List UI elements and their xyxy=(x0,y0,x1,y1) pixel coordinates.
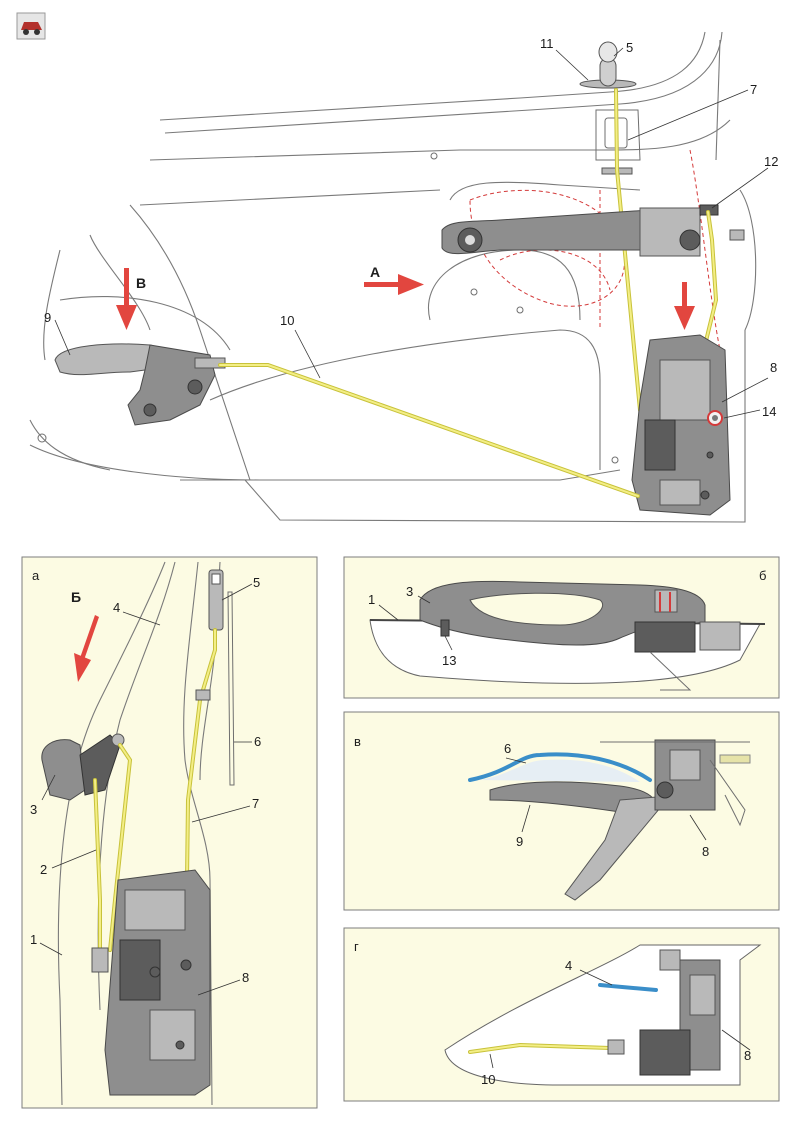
label-v-8: 8 xyxy=(702,844,709,859)
arrow-b-icon xyxy=(74,615,99,682)
label-arrow-a: А xyxy=(370,264,380,280)
label-10: 10 xyxy=(280,313,294,328)
label-9: 9 xyxy=(44,310,51,325)
label-a-8: 8 xyxy=(242,970,249,985)
label-g-4: 4 xyxy=(565,958,572,973)
label-v-6: 6 xyxy=(504,741,511,756)
label-a-7: 7 xyxy=(252,796,259,811)
label-7: 7 xyxy=(750,82,757,97)
label-a-4: 4 xyxy=(113,600,120,615)
car-logo-icon xyxy=(16,12,46,40)
arrow-a-icon xyxy=(364,274,424,295)
label-a-3: 3 xyxy=(30,802,37,817)
label-a-2: 2 xyxy=(40,862,47,877)
label-arrow-v: В xyxy=(136,275,146,291)
panel-a-tag: а xyxy=(32,568,40,583)
label-a-6: 6 xyxy=(254,734,261,749)
label-12: 12 xyxy=(764,154,778,169)
label-v-9: 9 xyxy=(516,834,523,849)
panel-g-tag: г xyxy=(354,939,359,954)
panel-v: в 6 9 8 xyxy=(343,711,780,911)
arrow-v-icon xyxy=(116,268,137,330)
arrow-lock-icon xyxy=(674,282,695,330)
panel-b: б 1 3 13 xyxy=(343,556,780,699)
panel-g: г 4 8 10 xyxy=(343,927,780,1102)
label-14: 14 xyxy=(762,404,776,419)
label-8: 8 xyxy=(770,360,777,375)
label-a-5: 5 xyxy=(253,575,260,590)
panel-b-tag: б xyxy=(759,568,766,583)
label-b-13: 13 xyxy=(442,653,456,668)
label-b-1: 1 xyxy=(368,592,375,607)
panel-a: а xyxy=(21,556,318,1109)
label-g-8: 8 xyxy=(744,1048,751,1063)
label-a-1: 1 xyxy=(30,932,37,947)
panel-v-tag: в xyxy=(354,734,361,749)
label-arrow-b: Б xyxy=(71,589,81,605)
label-g-10: 10 xyxy=(481,1072,495,1087)
label-b-3: 3 xyxy=(406,584,413,599)
main-view: 11 5 7 12 В А 9 10 8 14 xyxy=(29,31,778,523)
label-11: 11 xyxy=(540,36,554,51)
label-5: 5 xyxy=(626,40,633,55)
